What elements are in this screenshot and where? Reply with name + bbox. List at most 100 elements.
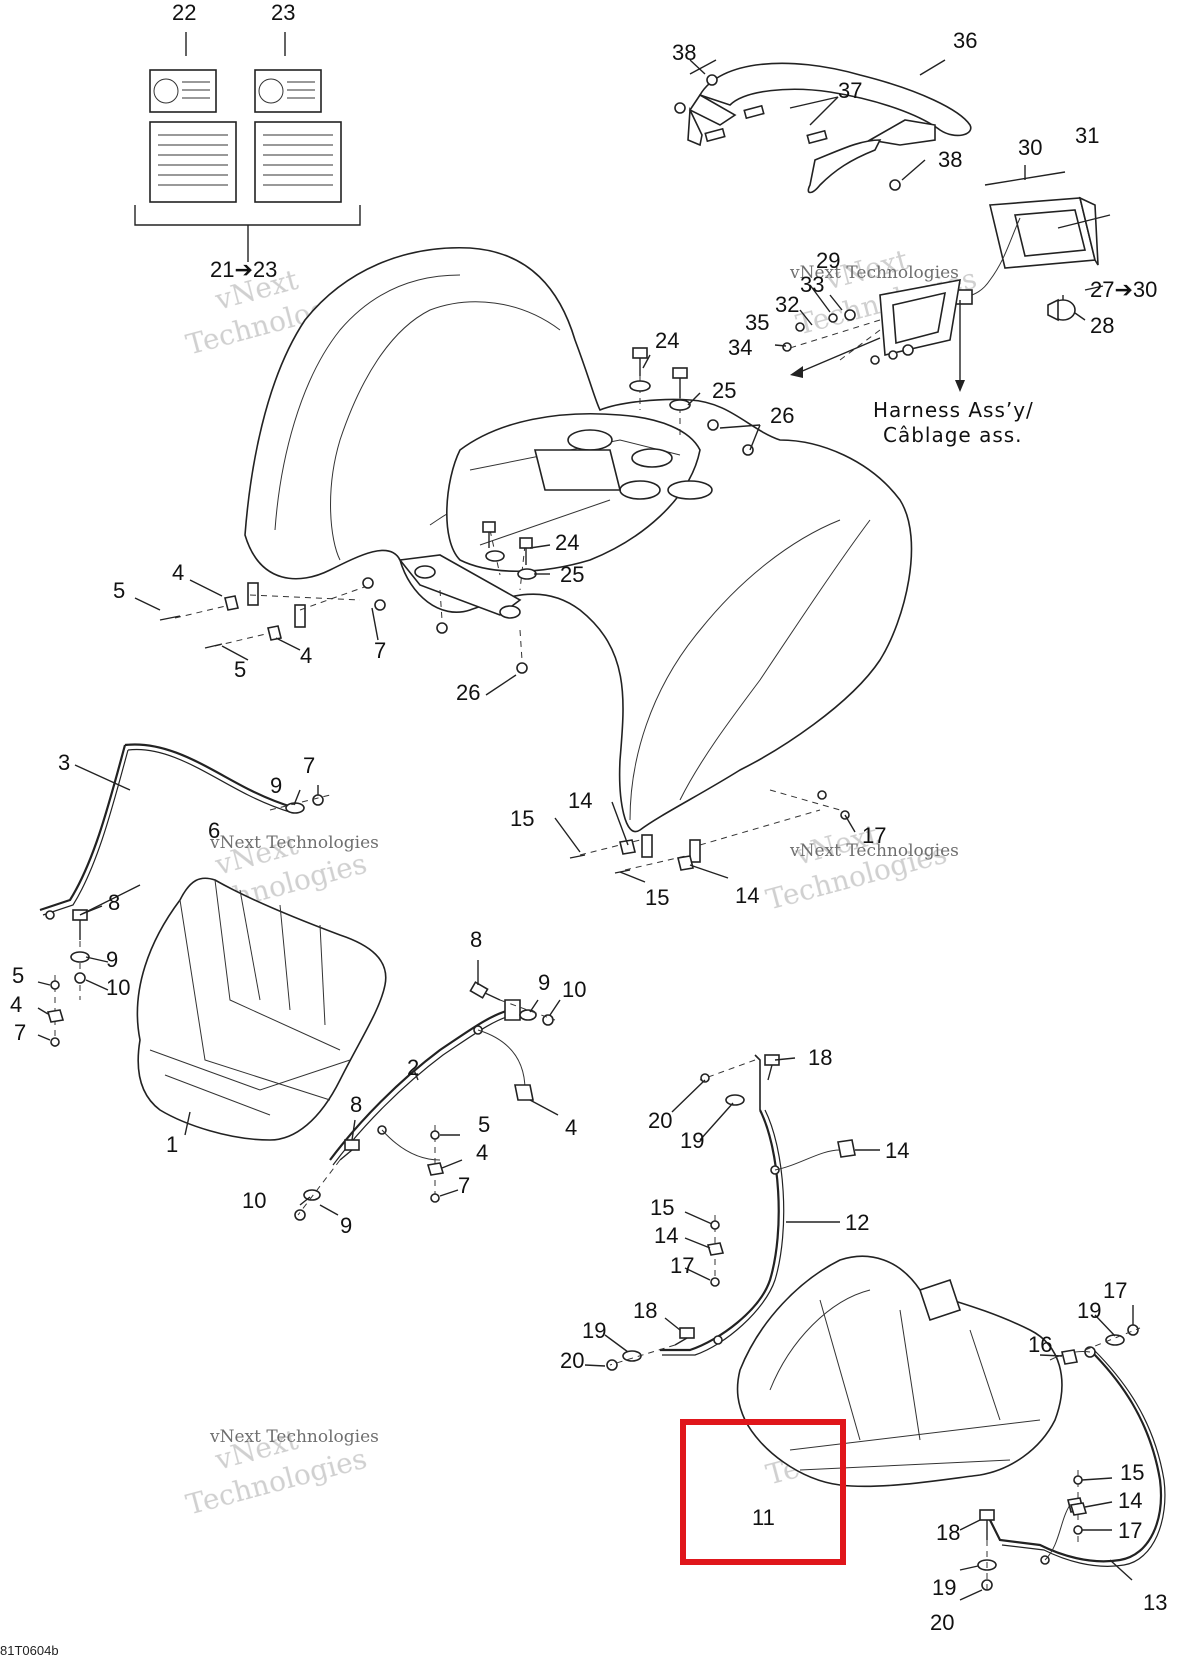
callout-19c: 19 [1077,1298,1101,1323]
callout-5c: 5 [12,963,24,988]
watermark-small: vNext Technologies [209,833,379,853]
callout-38b: 38 [938,147,962,172]
callout-19: 19 [680,1128,704,1153]
callout-4c: 4 [10,992,22,1017]
harness-label-line1: Harness Ass’y/ [873,398,1034,422]
callout-4e: 4 [476,1140,488,1165]
callout-9c: 9 [538,970,550,995]
callout-7c: 7 [14,1020,26,1045]
callout-15: 15 [510,806,534,831]
callout-1: 1 [166,1132,178,1157]
callout-14b: 14 [735,883,759,908]
callout-14d: 14 [654,1223,678,1248]
callout-17: 17 [862,823,886,848]
callout-18: 18 [808,1045,832,1070]
callout-14c: 14 [885,1138,909,1163]
warning-label-23 [254,69,322,113]
callout-24: 24 [655,328,679,353]
callout-27-30: 27➔30 [1090,277,1157,302]
callout-7b: 7 [303,753,315,778]
callout-7d: 7 [458,1173,470,1198]
callout-19d: 19 [932,1575,956,1600]
callout-38: 38 [672,40,696,65]
washer-25a [629,380,651,392]
rear-fender [159,246,913,874]
warning-label-22 [149,69,217,113]
callout-26: 26 [770,403,794,428]
callout-13: 13 [1143,1590,1167,1615]
callout-2: 2 [407,1055,419,1080]
callout-9d: 9 [340,1213,352,1238]
callout-9b: 9 [106,947,118,972]
callout-10c: 10 [242,1188,266,1213]
taillight-assembly [774,171,1111,392]
callout-3: 3 [58,750,70,775]
callout-15b: 15 [645,885,669,910]
left-footwell [136,877,387,1141]
callout-33: 33 [800,272,824,297]
callout-8: 8 [108,890,120,915]
callout-30: 30 [1018,135,1042,160]
left-braces [39,743,556,1221]
callout-8b: 8 [470,927,482,952]
callout-25b: 25 [560,562,584,587]
watermark-small: vNext Technologies [789,841,959,861]
warning-labels-group [134,32,361,262]
callout-8c: 8 [350,1092,362,1117]
warning-label-21b [254,121,342,203]
callout-6: 6 [208,818,220,843]
highlight-box [680,1419,846,1565]
callout-5: 5 [113,578,125,603]
leader-lines [37,165,1134,1601]
harness-label-line2: Câblage ass. [883,423,1023,447]
washer-25b [669,399,691,411]
callout-14: 14 [568,788,592,813]
callout-23: 23 [271,0,295,25]
callout-16: 16 [1028,1332,1052,1357]
callout-12: 12 [845,1210,869,1235]
callout-15c: 15 [650,1195,674,1220]
callout-36: 36 [953,28,977,53]
callout-9: 9 [270,773,282,798]
callout-37: 37 [838,78,862,103]
callout-20: 20 [648,1108,672,1133]
callout-5d: 5 [478,1112,490,1137]
callout-21-23: 21➔23 [210,257,277,282]
callout-18c: 18 [936,1520,960,1545]
callout-10: 10 [106,975,130,1000]
callout-28: 28 [1090,313,1114,338]
callout-32: 32 [775,292,799,317]
right-footwell [736,1255,1063,1488]
callout-35: 35 [745,310,769,335]
warning-label-21 [149,121,237,203]
rear-grab-bar [674,59,972,194]
callout-20b: 20 [560,1348,584,1373]
callout-14e: 14 [1118,1488,1142,1513]
watermark-small: vNext Technologies [789,263,959,283]
callout-24b: 24 [555,530,579,555]
callout-17d: 17 [1118,1518,1142,1543]
callout-29: 29 [816,248,840,273]
callout-19b: 19 [582,1318,606,1343]
callout-34: 34 [728,335,752,360]
callout-labels: 22 23 21➔23 38 36 37 38 30 31 27➔30 28 2… [0,0,1167,1658]
callout-26b: 26 [456,680,480,705]
callout-7: 7 [374,638,386,663]
callout-4: 4 [172,560,184,585]
fastener-bolt-24b [672,367,688,398]
callout-17c: 17 [1103,1278,1127,1303]
callout-11: 11 [752,1505,775,1530]
watermark-small: vNext Technologies [209,1427,379,1447]
callout-31: 31 [1075,123,1099,148]
callout-5b: 5 [234,657,246,682]
callout-17b: 17 [670,1253,694,1278]
fastener-bolt-24a [632,347,648,376]
callout-4b: 4 [300,643,312,668]
callout-10b: 10 [562,977,586,1002]
callout-18b: 18 [633,1298,657,1323]
figure-reference: 81T0604b [0,1643,59,1658]
callout-4d: 4 [565,1115,577,1140]
callout-20c: 20 [930,1610,954,1635]
callout-15d: 15 [1120,1460,1144,1485]
right-braces [606,1054,1166,1591]
